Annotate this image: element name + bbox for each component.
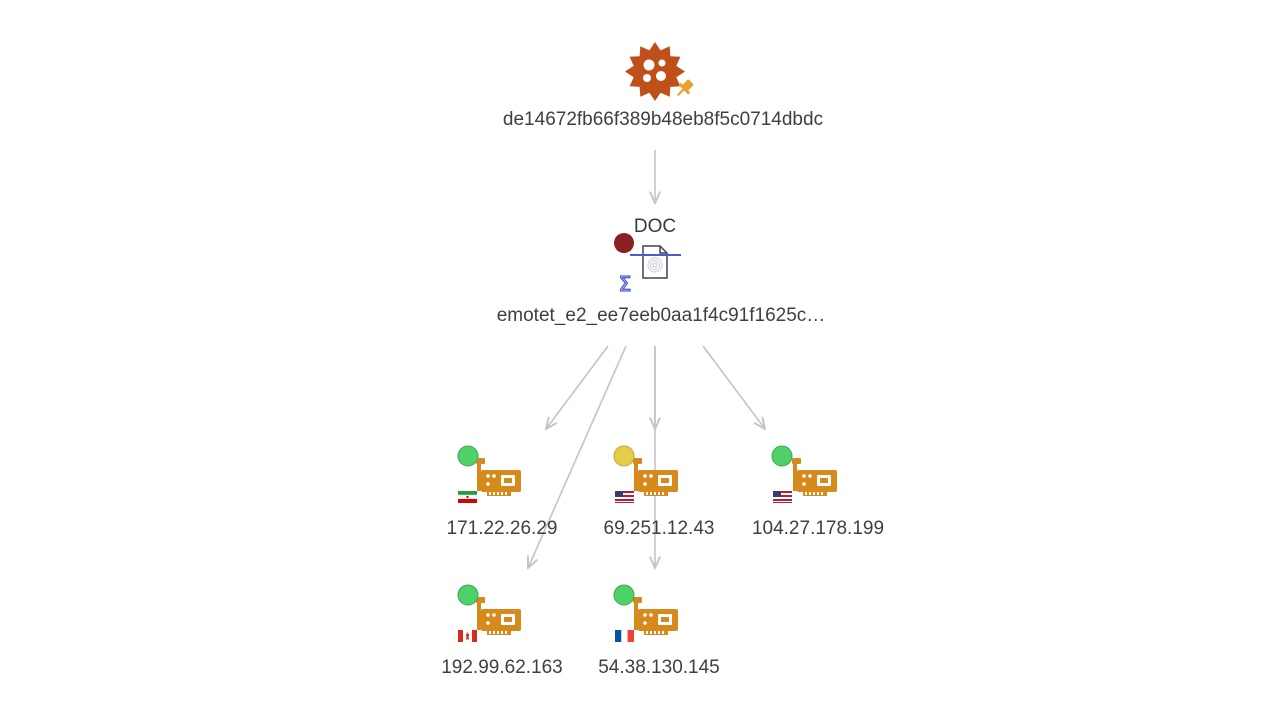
network-card-icon (633, 597, 678, 635)
ip-node[interactable]: 104.27.178.199 (752, 445, 884, 539)
network-card-icon (476, 458, 521, 496)
edge-file-ip-1 (546, 345, 609, 429)
ip-status-dot (771, 445, 793, 467)
malware-node-label: de14672fb66f389b48eb8f5c0714dbdc (503, 109, 823, 130)
france-flag-icon (615, 630, 634, 642)
united-states-flag-icon (773, 491, 792, 503)
ip-node-label: 171.22.26.29 (447, 518, 558, 539)
network-card-icon (476, 597, 521, 635)
canada-flag-icon (458, 630, 477, 642)
malware-virus-icon (625, 42, 685, 101)
ip-status-dot (613, 445, 635, 467)
file-status-dot (614, 233, 634, 253)
pin-icon[interactable] (673, 77, 696, 100)
ip-status-dot (457, 584, 479, 606)
network-card-icon (792, 458, 837, 496)
ip-node-label: 69.251.12.43 (604, 518, 715, 539)
file-type-label: DOC (634, 216, 676, 237)
iran-flag-icon (457, 491, 478, 503)
ip-node[interactable]: 192.99.62.163 (441, 584, 563, 678)
malware-node[interactable]: de14672fb66f389b48eb8f5c0714dbdc (503, 42, 823, 130)
file-node-label: emotet_e2_ee7eeb0aa1f4c91f1625c… (497, 305, 826, 326)
ip-node-label: 54.38.130.145 (598, 657, 720, 678)
ip-status-dot (613, 584, 635, 606)
ip-node-label: 104.27.178.199 (752, 518, 884, 539)
united-states-flag-icon (615, 491, 634, 503)
sigma-icon: Σ (619, 272, 632, 296)
ip-node[interactable]: 171.22.26.29 (447, 445, 558, 539)
ip-status-dot (457, 445, 479, 467)
edge-file-ip-4 (528, 345, 627, 568)
ip-node[interactable]: 54.38.130.145 (598, 584, 720, 678)
ip-node-label: 192.99.62.163 (441, 657, 563, 678)
document-fingerprint-icon (630, 245, 681, 279)
file-node[interactable]: DOC Σ emotet_e2_ee7eeb0aa1f4c91f1625c… (497, 216, 826, 326)
edge-file-ip-3 (702, 345, 765, 429)
edges (528, 150, 765, 568)
ip-node[interactable]: 69.251.12.43 (604, 445, 715, 539)
